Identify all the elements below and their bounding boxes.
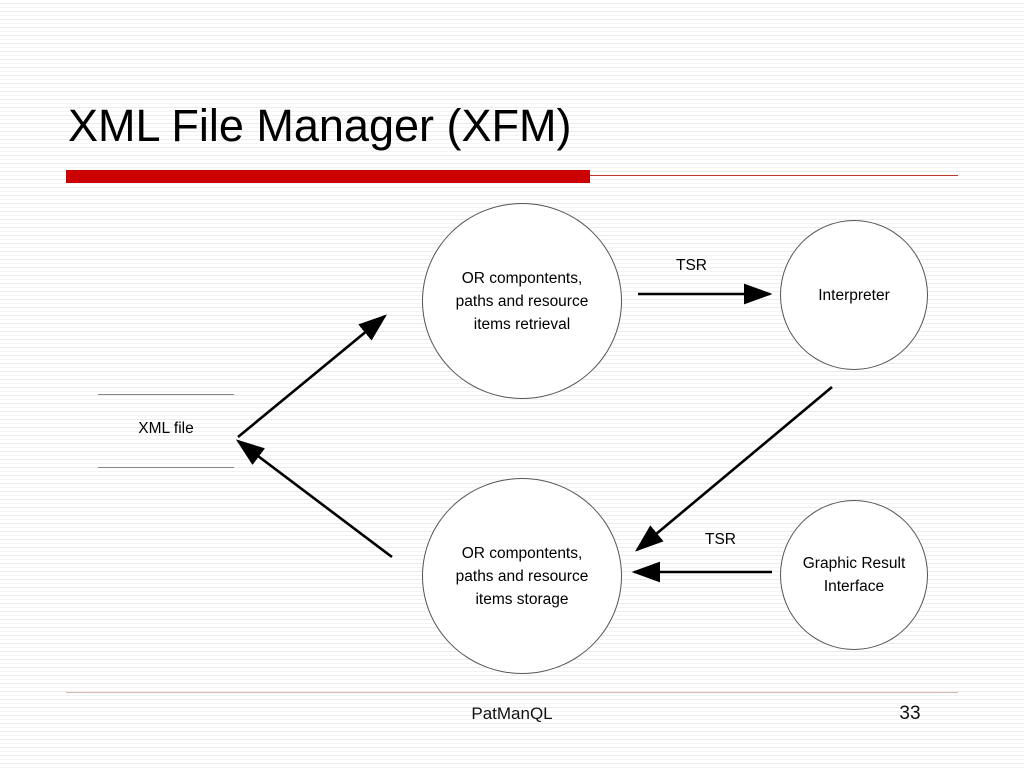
arrow-xmlfile-to-retrieval	[237, 314, 388, 439]
node-graphic-label: Graphic Result Interface	[802, 555, 906, 595]
page-title: XML File Manager (XFM)	[68, 100, 572, 151]
footer-rule	[66, 692, 958, 693]
xml-file-rule-top	[98, 394, 234, 395]
node-interpreter[interactable]: Interpreter	[780, 220, 928, 370]
arrow-storage-to-xmlfile	[235, 439, 393, 559]
node-interpreter-label: Interpreter	[818, 286, 890, 304]
footer-text: PatManQL	[471, 704, 553, 723]
xml-file-label: XML file	[138, 420, 194, 437]
node-graphic-result-interface[interactable]: Graphic Result Interface	[780, 500, 928, 650]
arrow-interpreter-to-storage	[635, 386, 833, 552]
node-retrieval-label: OR compontents, paths and resource items…	[455, 269, 589, 333]
node-or-components-storage[interactable]: OR compontents, paths and resource items…	[422, 478, 622, 674]
node-xml-file[interactable]: XML file	[98, 388, 238, 476]
page-number: 33	[899, 703, 921, 724]
node-storage-label: OR compontents, paths and resource items…	[455, 544, 589, 608]
node-or-components-retrieval[interactable]: OR compontents, paths and resource items…	[422, 203, 622, 399]
title-rule-accent	[66, 170, 590, 183]
xml-file-rule-bottom	[98, 467, 234, 468]
edge-label-tsr-top: TSR	[676, 257, 707, 274]
edge-label-tsr-bottom: TSR	[705, 531, 736, 548]
